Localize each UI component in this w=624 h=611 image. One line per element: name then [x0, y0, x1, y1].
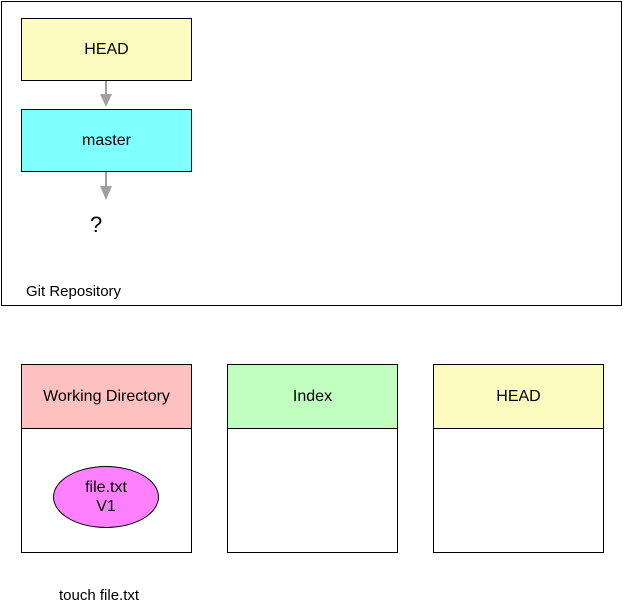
working-directory-header: Working Directory	[22, 365, 191, 429]
head-ref-label: HEAD	[84, 40, 129, 58]
file-blob: file.txt V1	[53, 466, 159, 528]
index-header: Index	[228, 365, 397, 429]
master-branch: master	[21, 109, 192, 172]
head-ref: HEAD	[21, 18, 192, 81]
index-panel: Index	[227, 364, 398, 553]
head-panel: HEAD	[433, 364, 604, 553]
index-label: Index	[292, 387, 333, 405]
git-repository	[1, 1, 622, 306]
repository-label: Git Repository	[26, 283, 122, 300]
master-branch-label: master	[82, 131, 131, 149]
head-to-master-arrow	[100, 81, 112, 107]
command-caption: touch file.txt	[59, 587, 140, 604]
file-version: V1	[96, 498, 116, 515]
head-header: HEAD	[434, 365, 603, 429]
master-to-commit-arrow	[100, 172, 112, 200]
unknown-commit: ?	[90, 212, 103, 237]
file-name: file.txt	[85, 479, 127, 496]
working-directory-panel: Working Directory file.txt V1	[21, 364, 192, 553]
head-panel-label: HEAD	[496, 387, 541, 405]
working-directory-label: Working Directory	[43, 387, 170, 405]
